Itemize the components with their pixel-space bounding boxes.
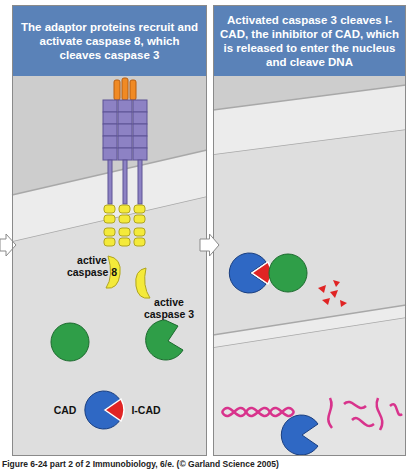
cad-icad-complex — [85, 391, 124, 429]
fas-ligand — [114, 78, 136, 100]
part-label: active caspase 3 — [136, 296, 202, 320]
cytoplasm — [12, 197, 207, 456]
panel-heading: Activated caspase 3 cleaves I-CAD, the i… — [214, 6, 405, 76]
part-label: CAD — [48, 404, 82, 416]
step-panel: Activated caspase 3 cleaves I-CAD, the i… — [213, 5, 406, 456]
membrane-edge — [213, 85, 406, 110]
step-panel: The adaptor proteins recruit and activat… — [12, 5, 207, 456]
active-caspase-3-shape — [146, 320, 183, 360]
cytoplasm — [213, 130, 406, 335]
part-label: active caspase 8 — [62, 254, 122, 278]
cad-icad-caspase-complex — [229, 253, 307, 293]
nucleus — [213, 318, 406, 456]
fas-receptor — [103, 100, 147, 204]
step-arrow — [200, 234, 219, 256]
panel-heading: The adaptor proteins recruit and activat… — [13, 6, 206, 76]
figure-caption: Figure 6-24 part 2 of 2 Immunobiology, 6… — [2, 459, 279, 469]
part-label: I-CAD — [126, 404, 166, 416]
cad-shape — [281, 415, 318, 455]
entry-arrow — [0, 234, 16, 256]
icad-fragments — [318, 280, 347, 307]
caspase-3-shape — [51, 323, 89, 361]
adaptor-protein — [104, 205, 145, 246]
